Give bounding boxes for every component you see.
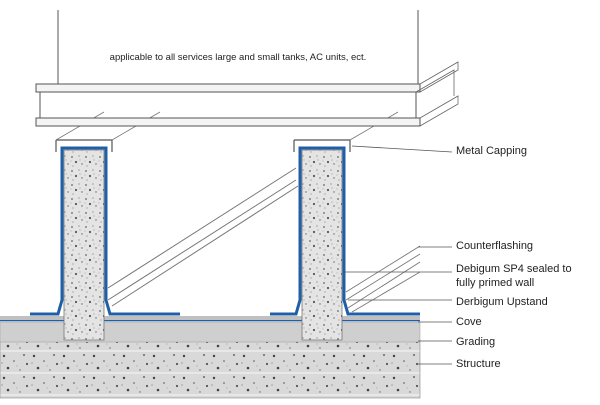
right-upstand-wall: [301, 149, 343, 341]
left-upstand-membrane: [30, 146, 180, 316]
left-upstand-wall: [63, 149, 105, 341]
label-sp4-line1: Debigum SP4 sealed to: [456, 263, 572, 275]
steel-beam-perspective: [415, 61, 459, 127]
label-structure: Structure: [456, 358, 501, 370]
cove-strip: [0, 316, 420, 320]
equipment-box: [57, 10, 419, 85]
label-cove: Cove: [456, 316, 482, 328]
grading-layer: [0, 321, 421, 343]
steel-beam-web: [39, 92, 417, 119]
equipment-note: applicable to all services large and sma…: [109, 52, 367, 63]
structure-slab: [0, 339, 421, 399]
label-metal-capping: Metal Capping: [456, 145, 527, 157]
label-counterflashing: Counterflashing: [456, 240, 534, 252]
steel-beam-top-flange: [35, 83, 421, 93]
label-grading: Grading: [456, 336, 496, 348]
right-upstand-membrane: [270, 146, 420, 316]
counterflashing-lines: [345, 245, 421, 313]
diagonal-support-rails: [107, 167, 299, 307]
steel-beam-bottom-flange: [35, 117, 421, 127]
label-sp4-line2: fully primed wall: [456, 277, 535, 289]
label-upstand: Derbigum Upstand: [456, 296, 548, 308]
leader-lines: [344, 145, 453, 365]
